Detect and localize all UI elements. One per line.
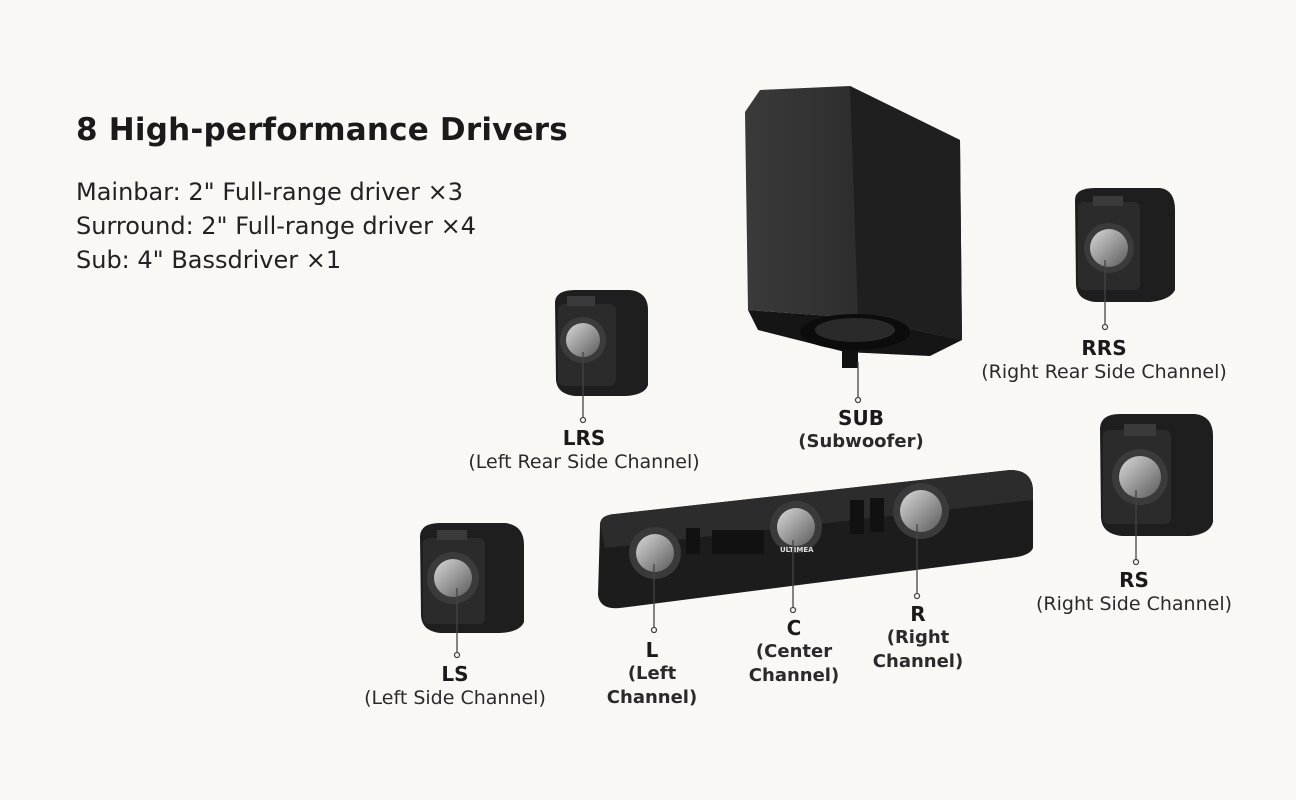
label-ls: LS (Left Side Channel)	[364, 662, 546, 710]
label-rrs-desc: (Right Rear Side Channel)	[981, 361, 1227, 383]
label-rs: RS (Right Side Channel)	[1036, 568, 1232, 616]
label-l-desc-2: Channel)	[606, 687, 698, 708]
label-c-desc-2: Channel)	[748, 665, 840, 686]
left-side-surround-speaker	[420, 523, 524, 633]
label-sub-code: SUB	[838, 406, 884, 430]
soundbar: ULTIMEA	[598, 470, 1033, 609]
label-rrs-code: RRS	[1081, 336, 1127, 360]
subwoofer	[745, 86, 962, 368]
label-c-desc-1: (Center	[755, 641, 833, 662]
label-sub-desc: (Subwoofer)	[798, 431, 924, 452]
label-l-code: L	[645, 638, 659, 662]
pointer-lines	[453, 260, 1140, 659]
right-side-surround-speaker	[1100, 414, 1213, 536]
label-lrs-code: LRS	[562, 426, 606, 450]
label-r-code: R	[910, 602, 926, 626]
spec-sub: Sub: 4" Bassdriver ×1	[76, 246, 342, 274]
right-rear-surround-speaker	[1075, 188, 1175, 302]
label-c: C (Center Channel)	[749, 616, 839, 688]
label-rs-desc: (Right Side Channel)	[1035, 593, 1233, 615]
label-rrs: RRS (Right Rear Side Channel)	[981, 336, 1227, 384]
spec-surround: Surround: 2" Full-range driver ×4	[76, 212, 476, 240]
label-l-desc-1: (Left	[627, 663, 677, 684]
label-lrs-desc: (Left Rear Side Channel)	[468, 451, 700, 473]
spec-mainbar: Mainbar: 2" Full-range driver ×3	[76, 178, 464, 206]
label-ls-code: LS	[441, 662, 469, 686]
label-rs-code: RS	[1119, 568, 1149, 592]
label-lrs: LRS (Left Rear Side Channel)	[468, 426, 699, 474]
label-sub: SUB (Subwoofer)	[798, 406, 923, 454]
label-r-desc-1: (Right	[886, 627, 950, 648]
label-r-desc-2: Channel)	[872, 651, 964, 672]
label-c-code: C	[786, 616, 802, 640]
left-rear-surround-speaker	[555, 290, 648, 396]
label-r: R (Right Channel)	[873, 602, 963, 674]
label-l: L (Left Channel)	[607, 638, 697, 710]
page-title: 8 High-performance Drivers	[76, 112, 568, 148]
soundbar-logo-text: ULTIMEA	[780, 546, 814, 554]
driver-specs-list: Mainbar: 2" Full-range driver ×3 Surroun…	[76, 175, 476, 277]
label-ls-desc: (Left Side Channel)	[364, 687, 546, 709]
